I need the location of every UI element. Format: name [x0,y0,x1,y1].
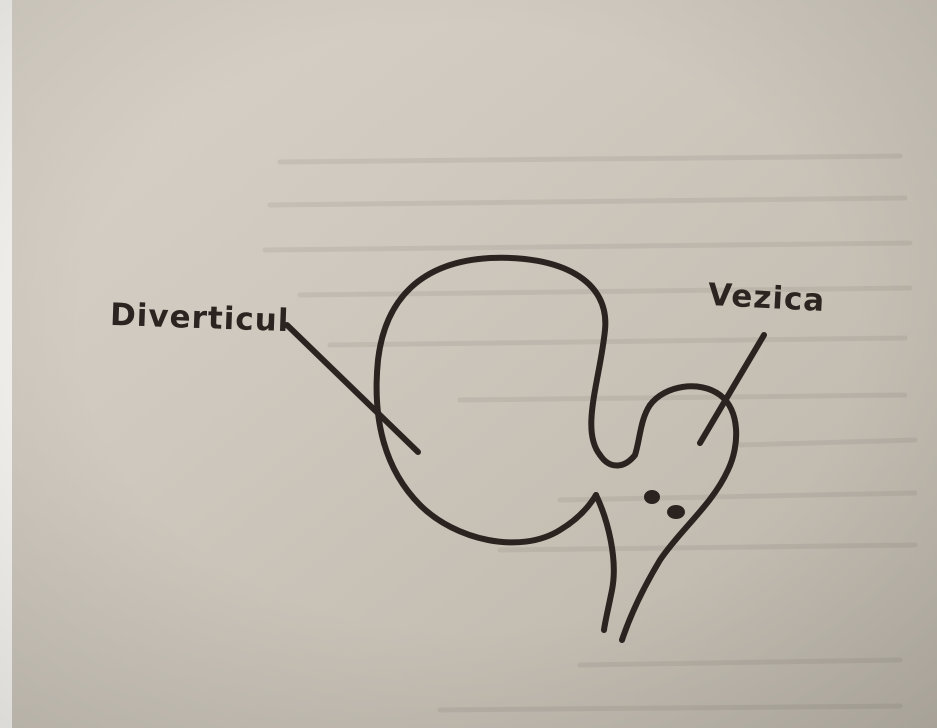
vezica-label: Vezica [707,277,826,319]
diverticul-label: Diverticul [109,297,290,339]
